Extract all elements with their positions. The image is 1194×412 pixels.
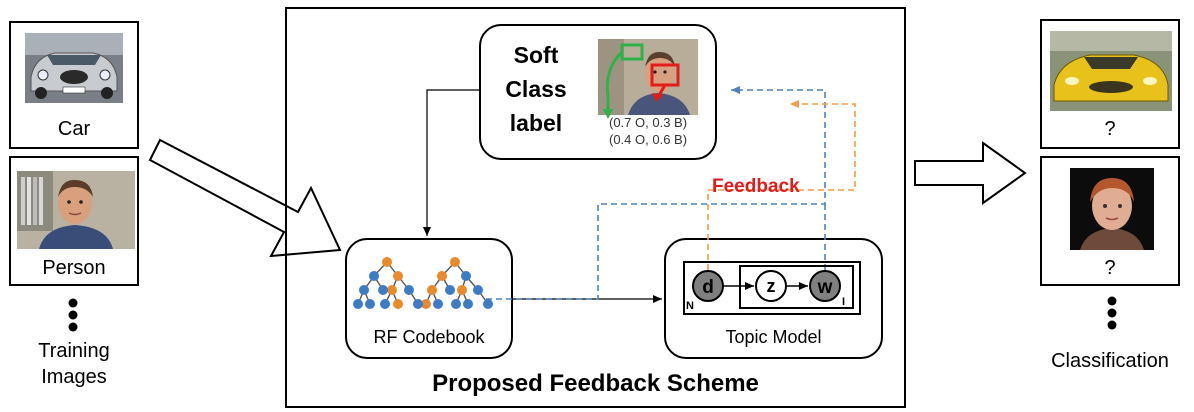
soft-label-annotations	[603, 43, 680, 119]
soft-label-values-line2: (0.4 O, 0.6 B)	[609, 132, 688, 147]
training-card-person: Person	[9, 156, 139, 286]
plate-diagram: d z w N I	[683, 261, 861, 315]
classification-card-person: ?	[1040, 156, 1180, 286]
soft-label-line1: Soft	[513, 42, 559, 68]
soft-label-text: Soft Class label	[493, 38, 579, 140]
feedback-loop-orange	[707, 100, 856, 270]
soft-label-values-line1: (0.7 O, 0.3 B)	[609, 115, 688, 130]
soft-label-line2: Class	[505, 76, 567, 102]
soft-label-line3: label	[509, 110, 563, 136]
node-w	[809, 270, 841, 302]
classification-card-car: ?	[1040, 19, 1180, 149]
node-w-label: w	[817, 277, 833, 298]
test-car-image	[1050, 31, 1172, 111]
hollow-arrow-left	[148, 138, 342, 257]
node-d-label: d	[702, 277, 714, 298]
random-forest-trees-icon	[353, 257, 493, 309]
node-d	[692, 270, 724, 302]
training-label-car: Car	[57, 118, 91, 140]
training-caption-line1: Training	[38, 340, 110, 362]
feedback-label: Feedback	[712, 176, 800, 197]
training-caption: Training Images	[9, 338, 139, 390]
scheme-title: Proposed Feedback Scheme	[432, 370, 759, 397]
classification-caption: Classification	[1051, 350, 1169, 372]
rf-codebook-box: RF Codebook	[345, 238, 513, 359]
topic-model-label: Topic Model	[725, 327, 822, 347]
node-z	[755, 270, 787, 302]
hollow-arrow-right	[914, 141, 1027, 205]
node-z-label: z	[767, 276, 776, 296]
classification-label-person: ?	[1104, 257, 1116, 279]
plate-outer-label: N	[686, 300, 694, 312]
classification-label-car: ?	[1104, 118, 1116, 140]
training-caption-line2: Images	[41, 366, 107, 388]
rf-codebook-label: RF Codebook	[373, 327, 485, 347]
training-label-person: Person	[42, 257, 106, 279]
soft-label-values: (0.7 O, 0.3 B) (0.4 O, 0.6 B)	[609, 114, 687, 148]
ellipsis-dots-left	[68, 298, 78, 332]
ellipsis-dots-right	[1107, 296, 1117, 330]
scheme-frame	[285, 7, 906, 408]
person-image	[17, 171, 135, 249]
feedback-loop-blue	[486, 86, 826, 300]
plate-inner-label: I	[842, 296, 845, 308]
test-person-image	[1070, 168, 1154, 250]
soft-class-label-box: Soft Class label (0.7 O, 0.3 B) (0.4 O, …	[479, 24, 717, 160]
training-card-car: Car	[9, 21, 139, 149]
car-image	[25, 33, 123, 103]
flow-softlabel-to-codebook	[423, 89, 479, 236]
